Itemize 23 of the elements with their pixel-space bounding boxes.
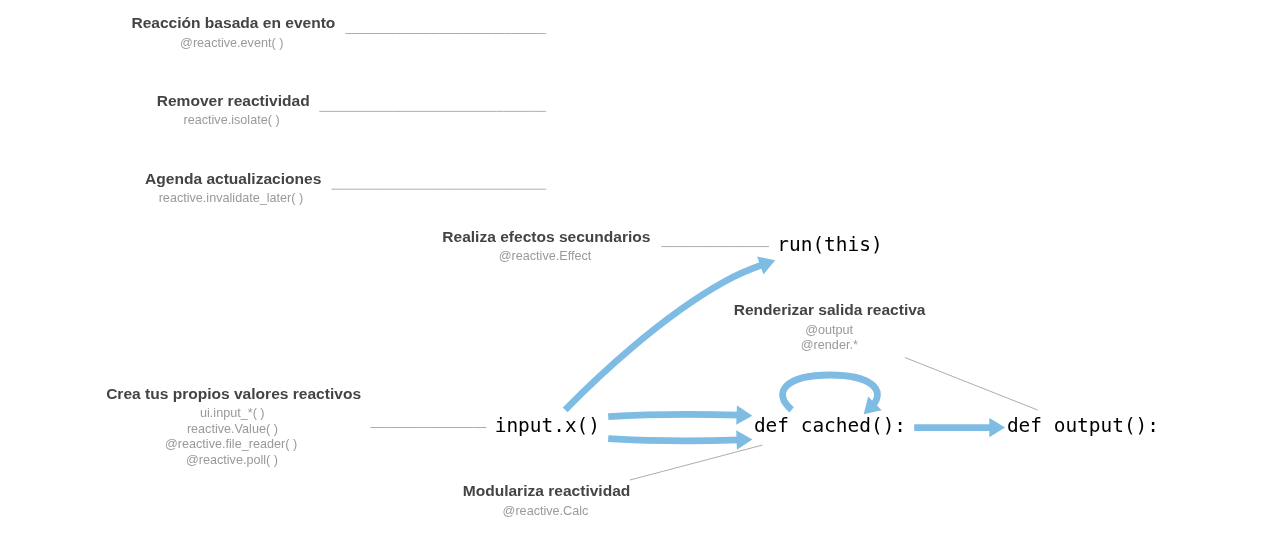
connector	[318, 110, 547, 112]
connector	[903, 357, 1038, 411]
node-text: Remover reactividad reactive.isolate( )	[156, 92, 310, 128]
node-text: def cached():	[753, 414, 906, 438]
node-text: Modulariza reactividad @reactive.Calc	[462, 482, 630, 518]
arrow	[607, 430, 752, 450]
node-text: Renderizar salida reactiva @output @render.*	[733, 301, 926, 353]
arrow	[913, 417, 1005, 438]
node-text: input.x()	[494, 414, 600, 438]
connector	[330, 188, 547, 190]
connector	[369, 427, 487, 429]
connector	[660, 246, 770, 248]
connector	[344, 33, 547, 34]
arrow	[607, 405, 752, 425]
node-text: run(this)	[776, 233, 883, 257]
connector	[628, 444, 763, 481]
node-text: def output():	[1006, 414, 1159, 438]
arrow	[778, 371, 882, 415]
node-text: Crea tus propios valores reactivos ui.input_*( ) reactive.Value( ) @reactive.file_reader( ) @reactive.poll( )	[105, 385, 361, 467]
arrow	[562, 256, 775, 413]
node-text: Agenda actualizaciones reactive.invalidate_later( )	[144, 170, 321, 206]
node-text: Reacción basada en evento @reactive.event( )	[130, 14, 335, 50]
node-text: Realiza efectos secundarios @reactive.Effect	[441, 227, 651, 263]
